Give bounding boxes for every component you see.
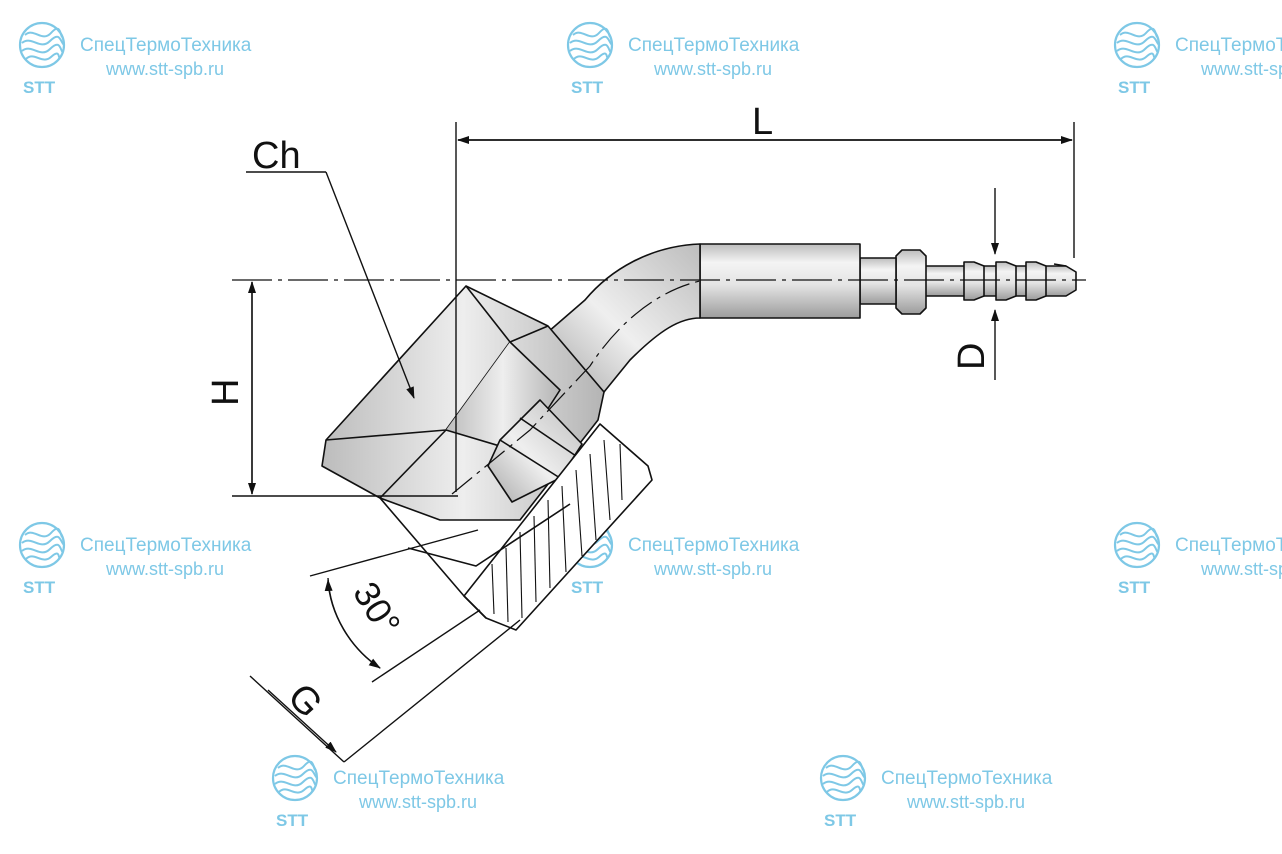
watermark-name: СпецТермоТехника <box>1175 535 1282 556</box>
watermark-url: www.stt-spb.ru <box>1200 59 1282 79</box>
stt-logo-icon <box>566 21 614 69</box>
label-angle-30: 30° <box>345 575 409 643</box>
label-h: H <box>205 379 247 406</box>
watermark-url: www.stt-spb.ru <box>653 559 772 579</box>
watermark-url: www.stt-spb.ru <box>358 792 477 812</box>
watermark-name: СпецТермоТехника <box>80 35 252 56</box>
watermark-url: www.stt-spb.ru <box>906 792 1025 812</box>
watermark-abbr: STT <box>276 811 309 830</box>
collar <box>895 249 927 315</box>
watermark-name: СпецТермоТехника <box>80 535 252 556</box>
ferrule <box>699 243 861 319</box>
watermark-url: www.stt-spb.ru <box>653 59 772 79</box>
watermark-abbr: STT <box>1118 78 1151 97</box>
watermark-name: СпецТермоТехника <box>628 535 800 556</box>
watermark-7: STT СпецТермоТехника www.stt-spb.ru <box>271 754 505 830</box>
stt-logo-icon <box>18 21 66 69</box>
hose-barb <box>921 261 1077 301</box>
thread-hatch <box>491 439 623 623</box>
watermark-abbr: STT <box>824 811 857 830</box>
fitting-body <box>321 243 1077 631</box>
stt-logo-icon <box>1113 21 1161 69</box>
label-g: G <box>279 676 330 726</box>
stt-logo-icon <box>271 754 319 802</box>
watermark-6: STT СпецТермоТехника www.stt-spb.ru <box>1113 521 1282 597</box>
watermark-abbr: STT <box>1118 578 1151 597</box>
label-ch: Ch <box>252 135 301 177</box>
label-d: D <box>951 343 993 370</box>
watermark-abbr: STT <box>571 78 604 97</box>
stt-logo-icon <box>18 521 66 569</box>
watermark-name: СпецТермоТехника <box>333 768 505 789</box>
watermark-name: СпецТермоТехника <box>1175 35 1282 56</box>
watermark-2: STT СпецТермоТехника www.stt-spb.ru <box>566 21 800 97</box>
watermark-url: www.stt-spb.ru <box>1200 559 1282 579</box>
watermark-name: СпецТермоТехника <box>881 768 1053 789</box>
watermark-4: STT СпецТермоТехника www.stt-spb.ru <box>18 521 252 597</box>
watermark-url: www.stt-spb.ru <box>105 59 224 79</box>
watermark-abbr: STT <box>23 578 56 597</box>
stt-logo-icon <box>1113 521 1161 569</box>
watermark-url: www.stt-spb.ru <box>105 559 224 579</box>
watermark-8: STT СпецТермоТехника www.stt-spb.ru <box>819 754 1053 830</box>
watermark-name: СпецТермоТехника <box>628 35 800 56</box>
centerlines <box>232 279 1086 495</box>
dimensions <box>232 122 1075 763</box>
neck <box>859 257 897 305</box>
watermark-5: STT СпецТермоТехника www.stt-spb.ru <box>566 521 800 597</box>
watermark-abbr: STT <box>571 578 604 597</box>
watermark-abbr: STT <box>23 78 56 97</box>
stt-logo-icon <box>819 754 867 802</box>
label-l: L <box>752 101 773 143</box>
watermark-3: STT СпецТермоТехника www.stt-spb.ru <box>1113 21 1282 97</box>
watermark-1: STT СпецТермоТехника www.stt-spb.ru <box>18 21 252 97</box>
